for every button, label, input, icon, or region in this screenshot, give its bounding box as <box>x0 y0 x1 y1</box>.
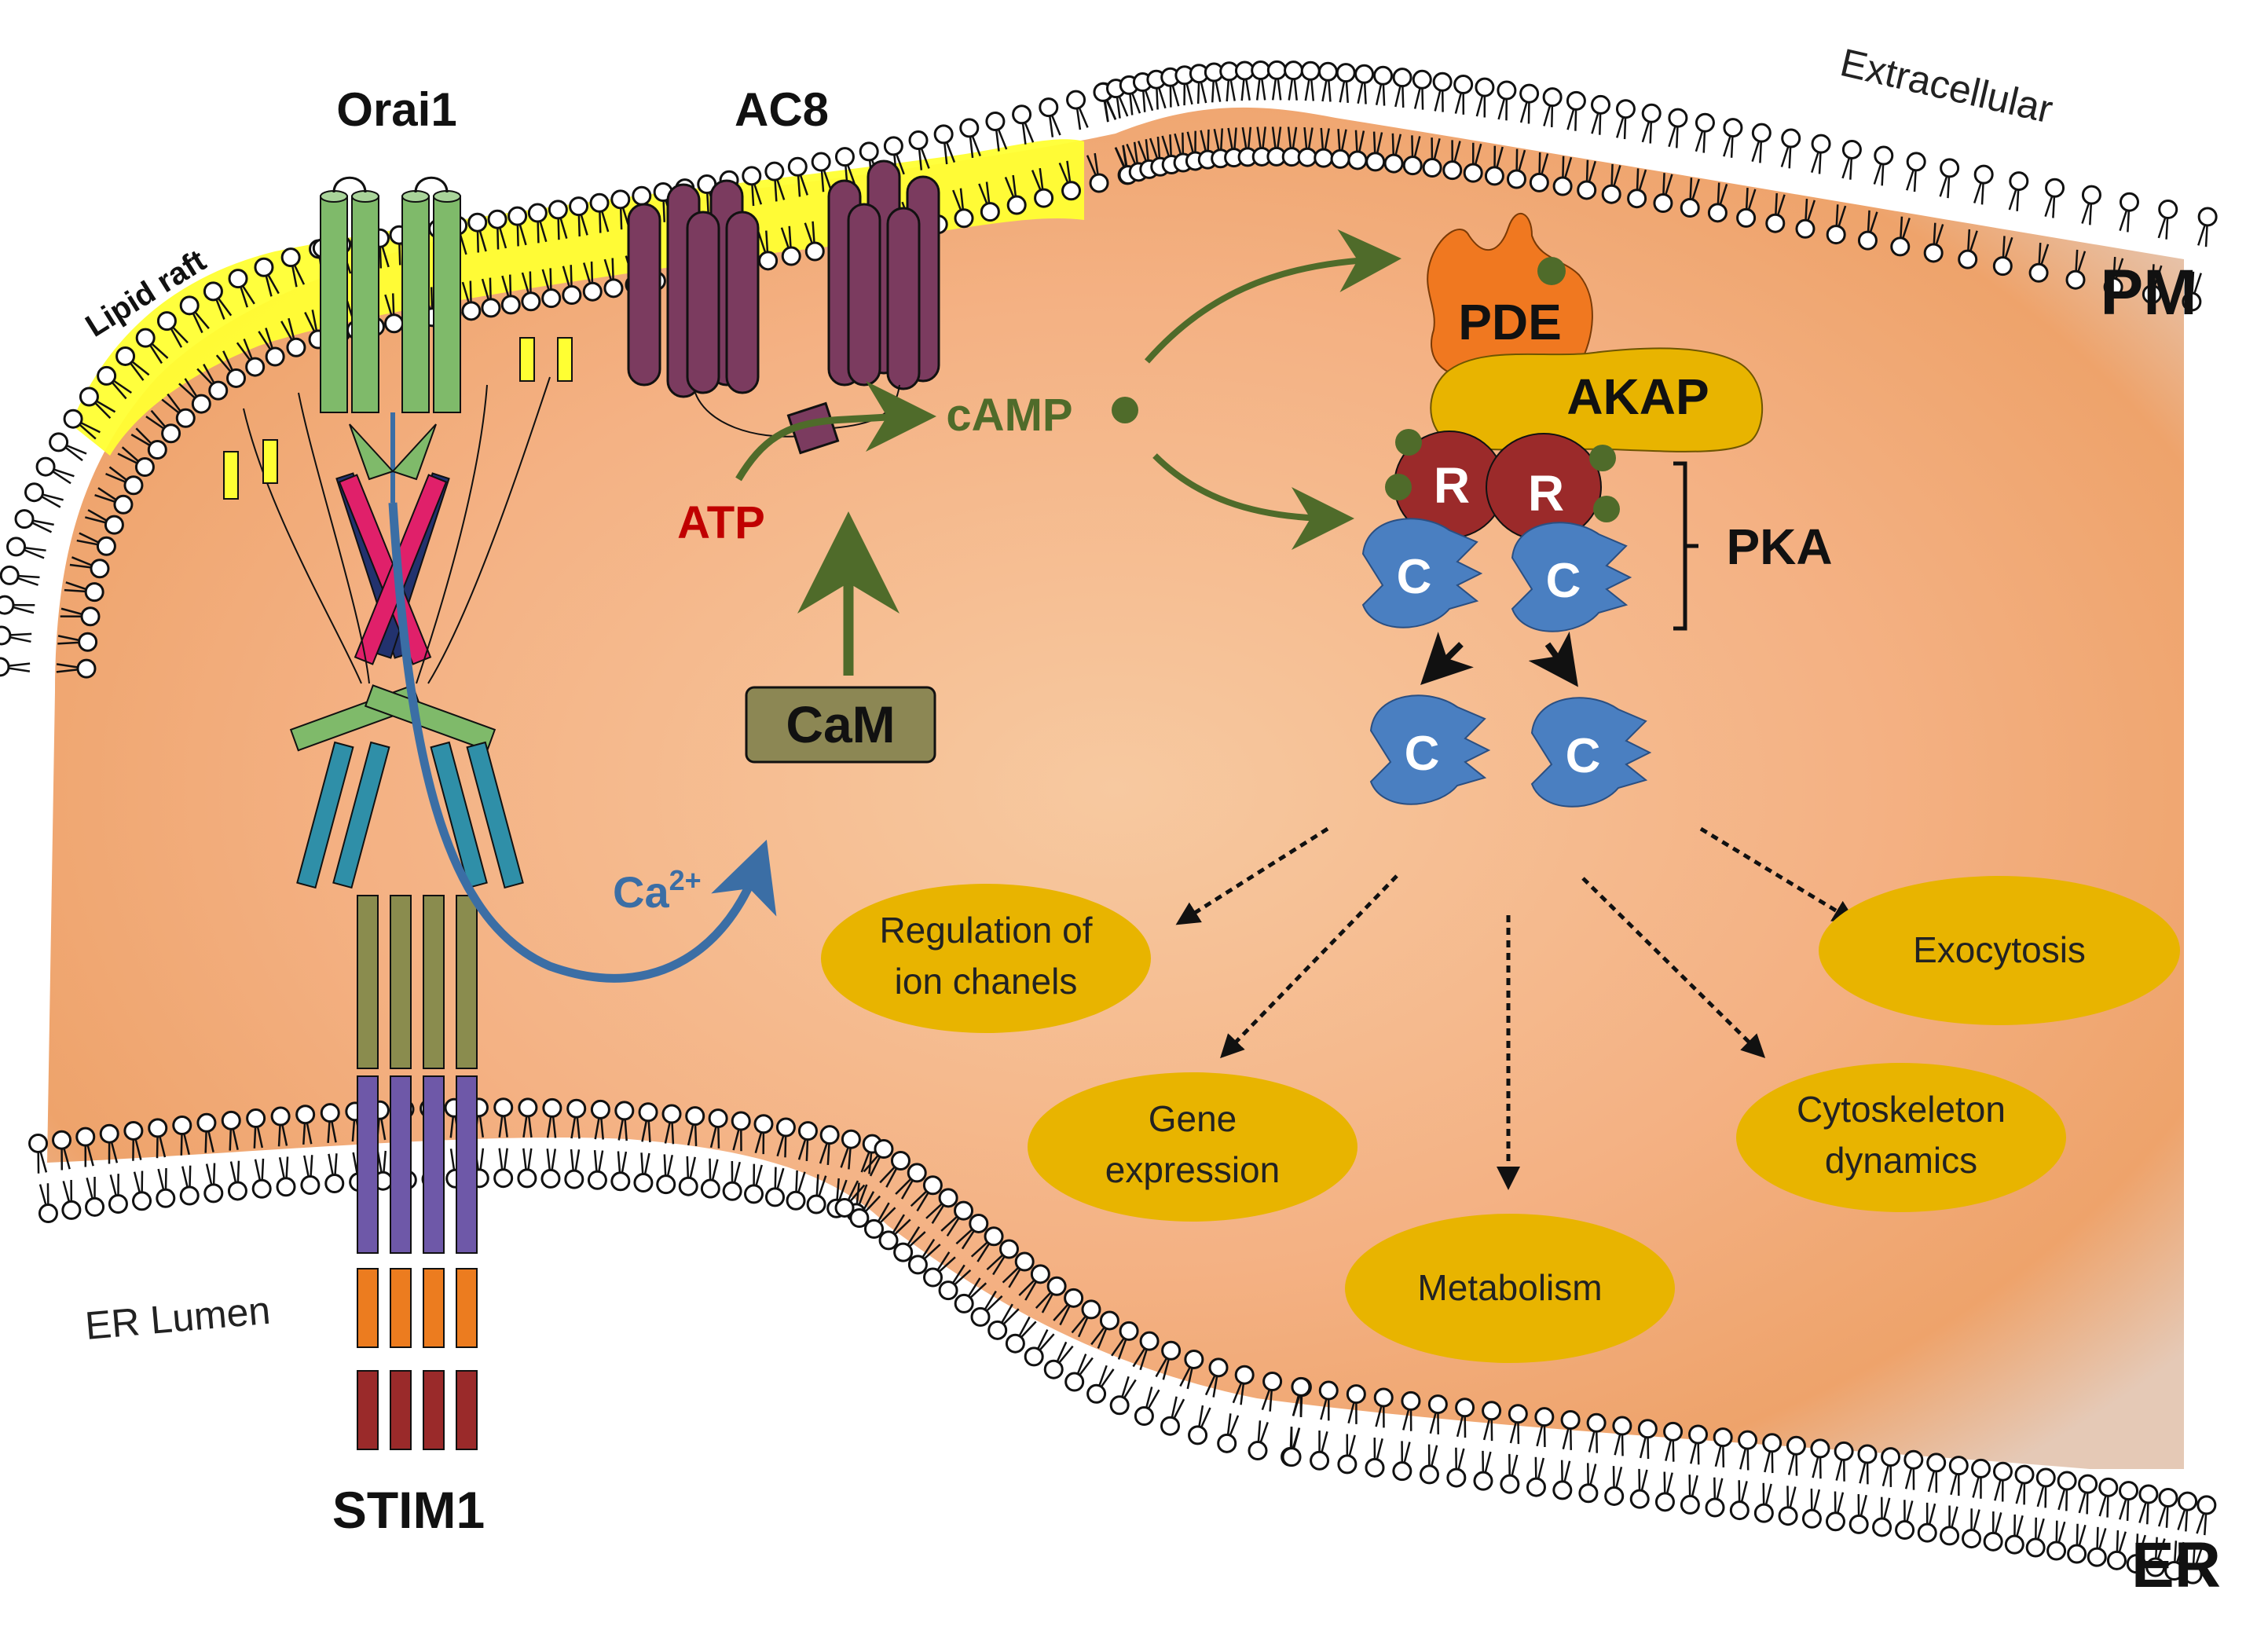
pka-catalytic-label: C <box>1566 729 1601 783</box>
bubble-cyto-line2: dynamics <box>1825 1140 1977 1181</box>
bubble-gene-expression <box>1028 1072 1358 1222</box>
bubble-exocytosis-label: Exocytosis <box>1913 929 2086 970</box>
r-bound-camp <box>1395 429 1422 456</box>
label-ac8: AC8 <box>735 83 829 136</box>
camp-dot <box>1112 397 1138 423</box>
bubble-gene-line1: Gene <box>1149 1098 1237 1139</box>
label-extracellular: Extracellular <box>1837 40 2057 131</box>
bubble-ion-line1: Regulation of <box>879 910 1092 951</box>
label-stim1: STIM1 <box>332 1481 485 1539</box>
bubble-metabolism-label: Metabolism <box>1417 1267 1602 1308</box>
bubble-gene-line2: expression <box>1105 1149 1280 1190</box>
label-r-left: R <box>1434 457 1470 514</box>
label-er-lumen: ER Lumen <box>83 1288 272 1348</box>
pka-catalytic-label: C <box>1546 554 1581 608</box>
pde-bound-camp <box>1537 257 1566 285</box>
label-r-right: R <box>1528 465 1564 522</box>
pka-catalytic-label: C <box>1397 550 1432 604</box>
r-bound-camp <box>1385 474 1412 500</box>
r-bound-camp <box>1593 496 1620 522</box>
bubble-ion-line2: ion chanels <box>895 961 1078 1002</box>
label-orai1: Orai1 <box>336 83 456 136</box>
label-cam: CaM <box>786 695 895 753</box>
label-pde: PDE <box>1458 294 1562 350</box>
bubble-ion-channels <box>821 884 1151 1033</box>
label-akap: AKAP <box>1566 368 1709 425</box>
label-er: ER <box>2131 1530 2221 1601</box>
label-camp: cAMP <box>946 390 1072 441</box>
bubble-cyto-line1: Cytoskeleton <box>1797 1089 2006 1130</box>
bubble-cytoskeleton <box>1736 1063 2066 1212</box>
label-atp: ATP <box>677 497 765 548</box>
label-pm: PM <box>2101 257 2197 328</box>
r-bound-camp <box>1589 445 1616 471</box>
pka-catalytic-label: C <box>1405 727 1440 781</box>
label-pka: PKA <box>1726 518 1832 575</box>
